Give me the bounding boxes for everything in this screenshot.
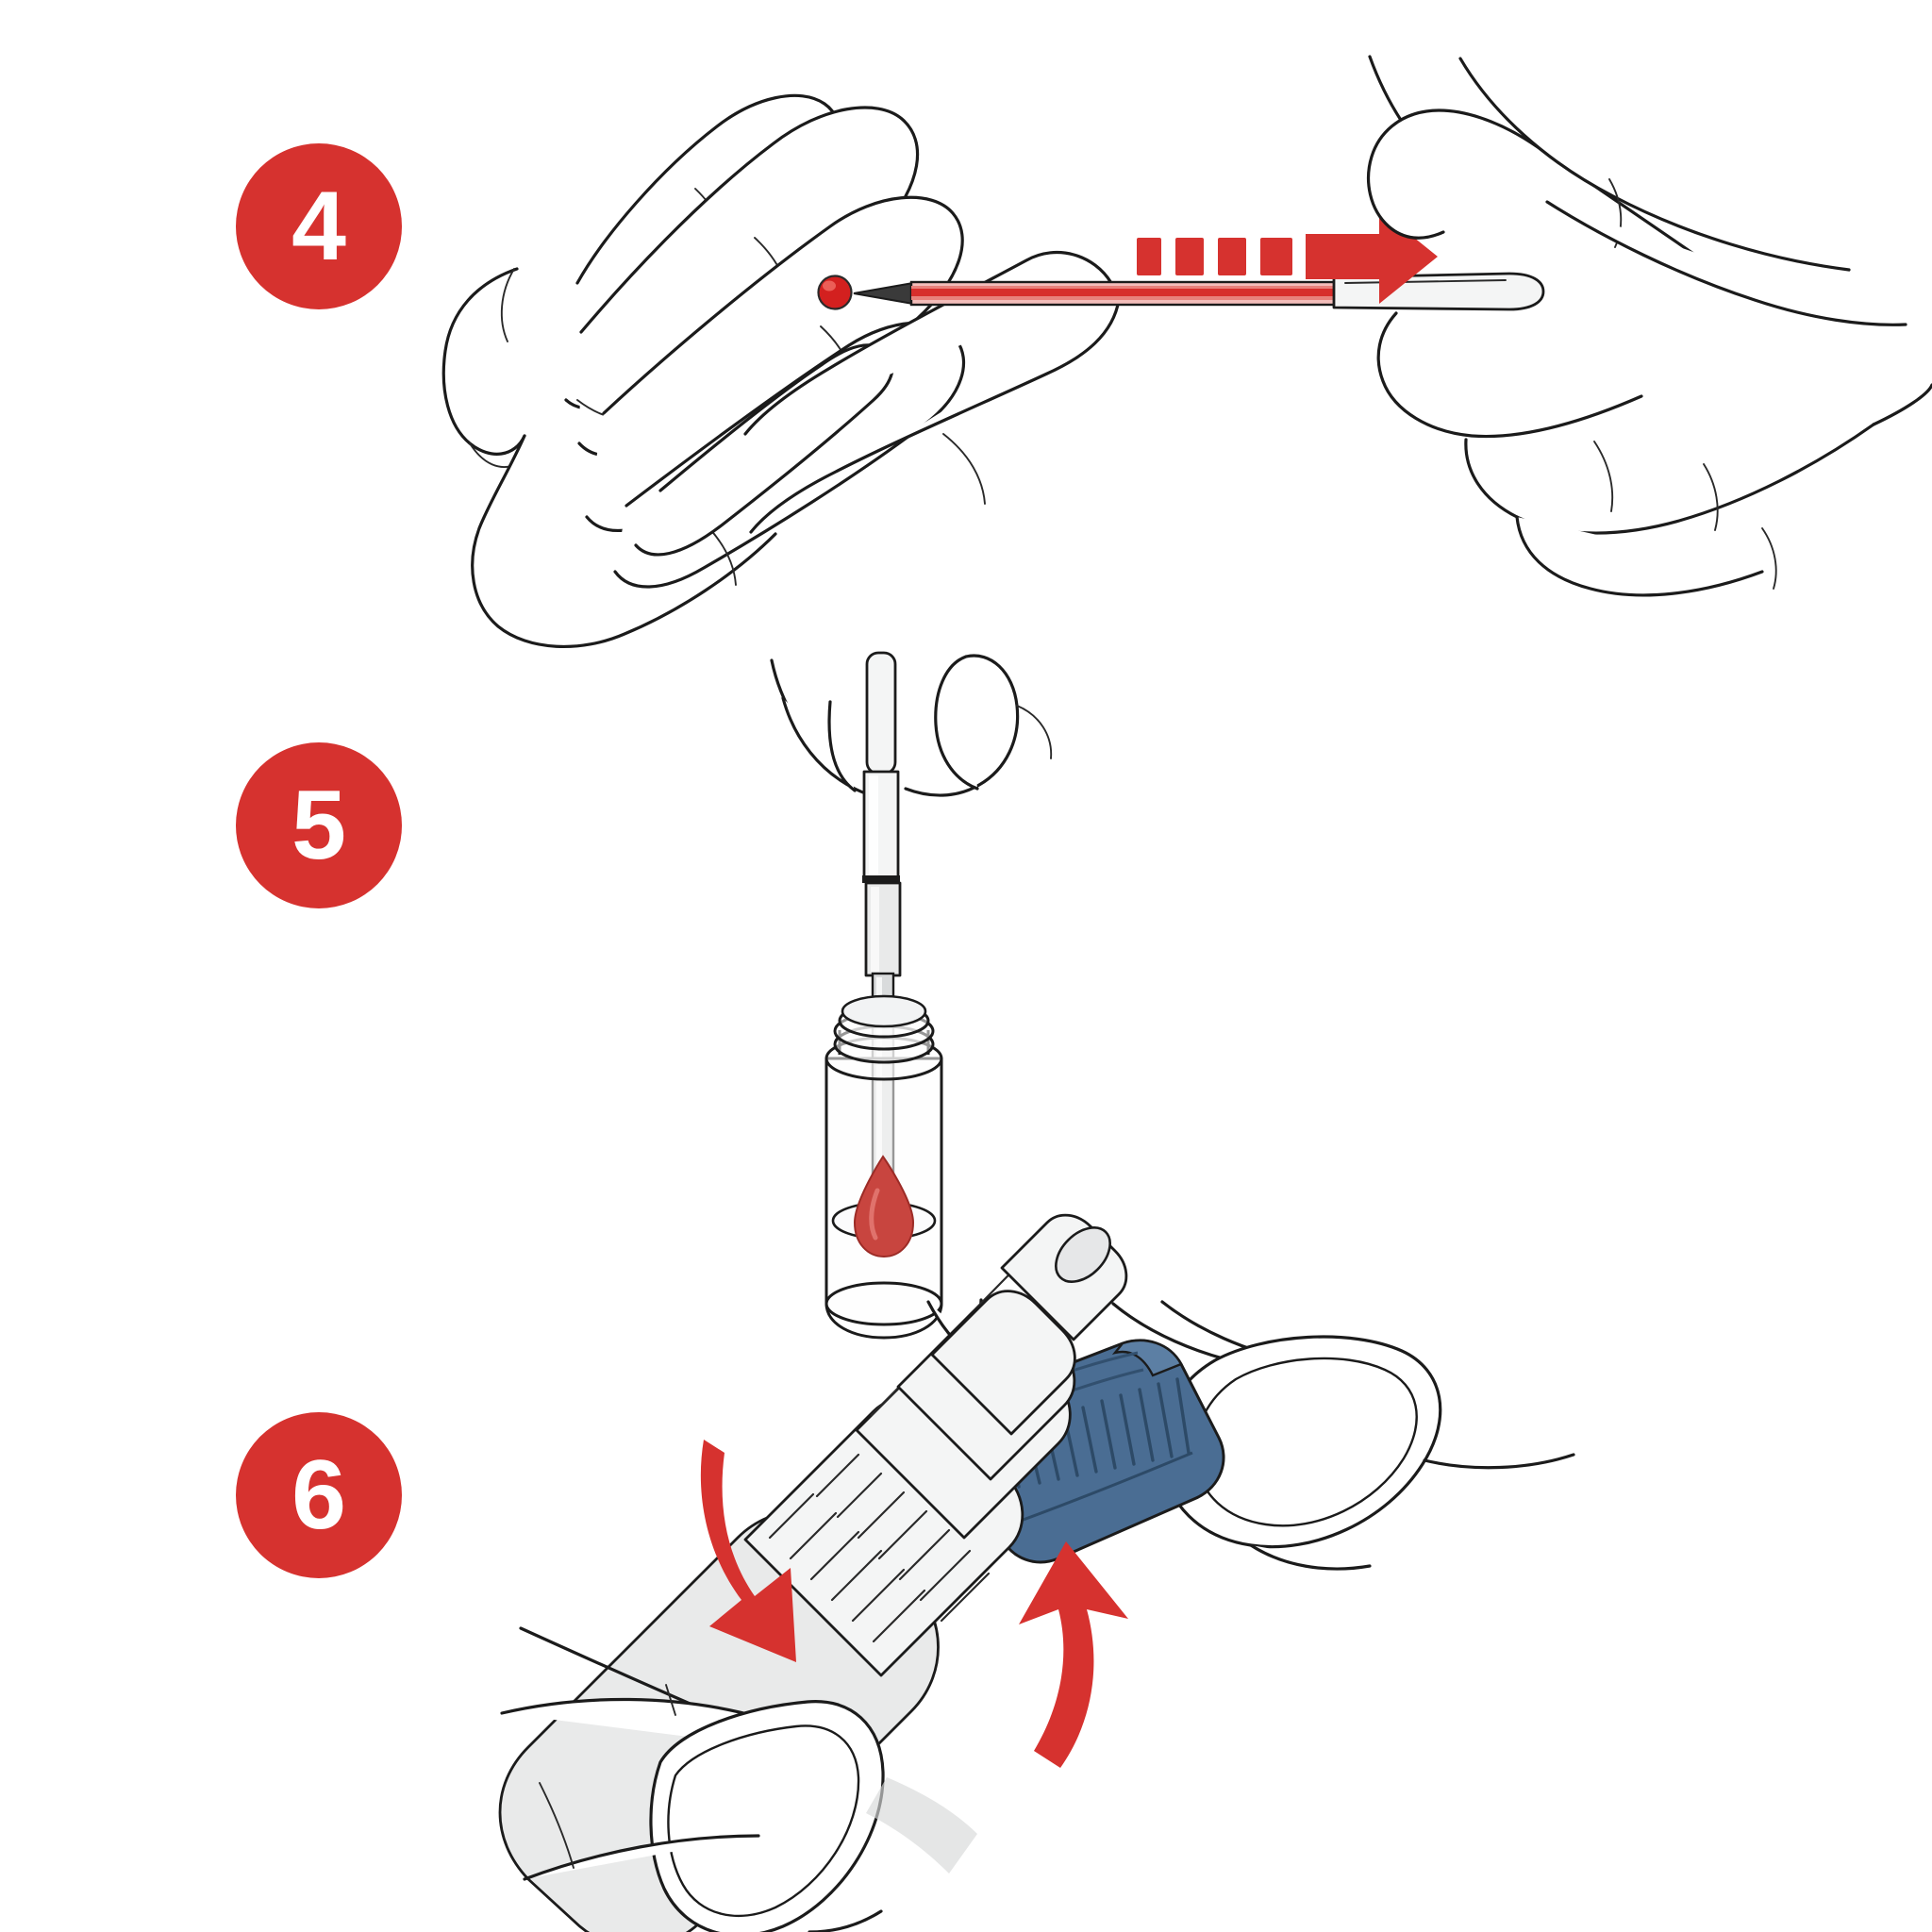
hand-holding-cap — [926, 1298, 1575, 1571]
capillary-tube — [853, 272, 1545, 311]
step-4-badge: 4 — [236, 143, 402, 309]
step-6-number: 6 — [291, 1441, 346, 1550]
step-6-badge: 6 — [236, 1412, 402, 1578]
fingers-holding-tube — [770, 654, 1053, 797]
rotate-arrow-left — [700, 1440, 796, 1662]
hand-holding-bottle — [500, 1626, 977, 1932]
step-5-badge: 5 — [236, 742, 402, 908]
blood-drop-on-fingertip — [817, 275, 853, 310]
dropper-bottle-nozzle — [498, 1213, 1128, 1932]
capillary-tube-vertical — [862, 651, 902, 1215]
hand-holding-tube — [1366, 55, 1932, 597]
falling-blood-drop — [853, 1155, 915, 1258]
dashed-motion-arrow — [1137, 209, 1438, 304]
sample-vial — [824, 994, 943, 1340]
rotate-arrow-right — [1019, 1541, 1128, 1768]
step-5-number: 5 — [291, 771, 346, 880]
blue-screw-cap — [976, 1339, 1225, 1564]
open-palm-hand — [441, 93, 1121, 649]
step-4-number: 4 — [291, 172, 346, 281]
